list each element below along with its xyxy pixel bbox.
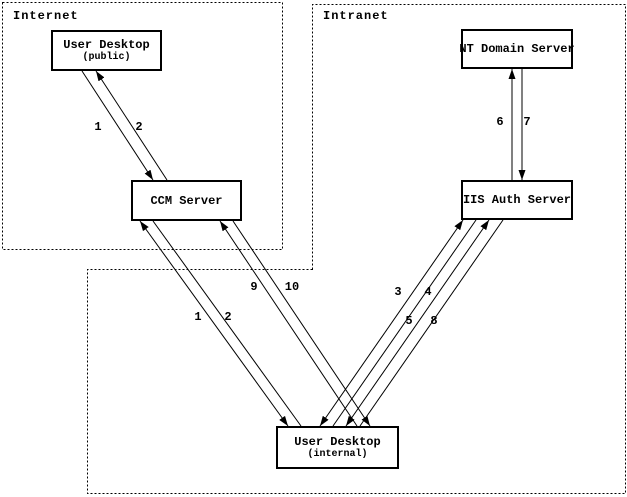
node-user-desktop-internal: User Desktop (internal) xyxy=(276,426,399,469)
node-subtitle: (public) xyxy=(82,52,131,63)
internet-zone-border xyxy=(2,2,283,250)
step-label-2-internal: 2 xyxy=(224,310,232,324)
intranet-zone-label: Intranet xyxy=(323,9,389,23)
node-ccm-server: CCM Server xyxy=(131,180,242,221)
edge-iis-udinternal-b-line2 xyxy=(359,219,504,427)
edge-ccm-udinternal-b-line2 xyxy=(232,220,371,427)
step-label-1-public: 1 xyxy=(94,120,102,134)
edge-udpublic-ccm-line1 xyxy=(81,70,154,181)
edge-ccm-udinternal-a-line2 xyxy=(152,220,302,427)
edge-udpublic-ccm-line2 xyxy=(95,70,168,181)
step-label-2-public: 2 xyxy=(135,120,143,134)
step-label-8: 8 xyxy=(430,314,438,328)
edge-iis-udinternal-a-line1 xyxy=(319,219,464,427)
node-nt-domain-server: NT Domain Server xyxy=(459,29,575,69)
step-label-5: 5 xyxy=(405,314,413,328)
step-label-4: 4 xyxy=(424,285,432,299)
step-label-1-internal: 1 xyxy=(194,310,202,324)
edge-ccm-udinternal-b-line1 xyxy=(219,220,358,427)
node-title: IIS Auth Server xyxy=(462,193,572,207)
step-label-9: 9 xyxy=(250,280,258,294)
node-iis-auth-server: IIS Auth Server xyxy=(461,180,573,220)
step-label-3: 3 xyxy=(394,285,402,299)
node-user-desktop-public: User Desktop (public) xyxy=(51,30,162,71)
node-title: CCM Server xyxy=(150,193,223,208)
node-title: User Desktop xyxy=(294,435,381,449)
step-label-6: 6 xyxy=(496,115,504,129)
step-label-7: 7 xyxy=(523,115,531,129)
node-title: User Desktop xyxy=(63,38,150,52)
edge-ccm-udinternal-a-line1 xyxy=(139,220,289,427)
internet-zone-label: Internet xyxy=(13,9,79,23)
edge-iis-udinternal-b-line1 xyxy=(345,219,490,427)
node-title: NT Domain Server xyxy=(459,42,575,56)
step-label-10: 10 xyxy=(284,280,300,294)
node-subtitle: (internal) xyxy=(307,449,368,460)
intranet-zone-border xyxy=(87,4,626,494)
